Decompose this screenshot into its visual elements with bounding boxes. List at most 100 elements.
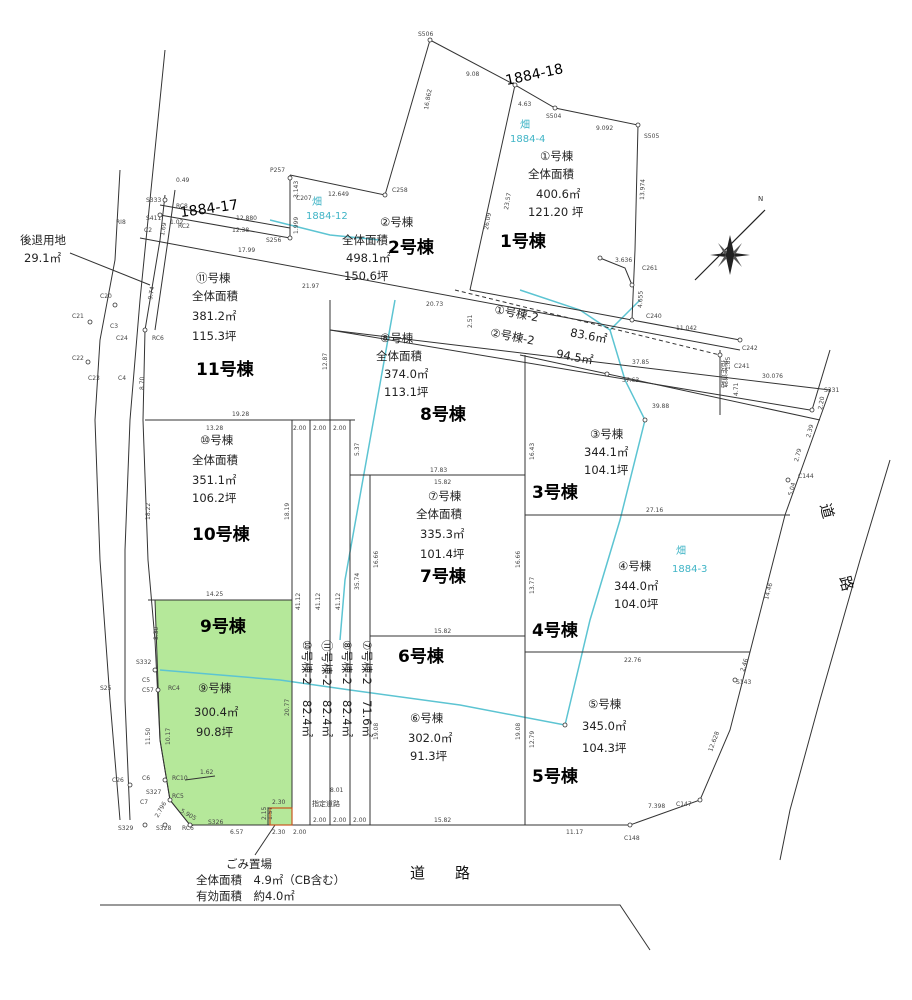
- point-label: C261: [642, 265, 658, 272]
- point-label: C2: [144, 227, 152, 234]
- house-2-name: ②号棟: [380, 215, 414, 229]
- house-1-label[interactable]: 1号棟: [500, 231, 547, 252]
- road-label-right: 道路: [816, 501, 872, 651]
- dim: 4.71: [733, 382, 740, 396]
- house-10-tsubo: 106.2坪: [192, 491, 237, 505]
- cyan-label-1884-3: 1884-3: [672, 564, 707, 575]
- house-6-label[interactable]: 6号棟: [398, 646, 445, 667]
- point-label: C242: [742, 345, 758, 352]
- house-11-sub: 全体面積: [192, 289, 238, 303]
- dim: 12.649: [328, 191, 349, 198]
- house-8-name: ⑧号棟: [380, 331, 414, 345]
- dim: 1.02: [170, 219, 184, 226]
- dim: 12.87: [322, 353, 329, 370]
- dim: 12.880: [236, 215, 257, 222]
- dim: 2.15: [261, 806, 268, 820]
- house-6-name: ⑥号棟: [410, 711, 444, 725]
- dim: 7.398: [648, 803, 665, 810]
- dim: 14.25: [206, 591, 223, 598]
- point-label: C26: [112, 777, 124, 784]
- point-markers: [85, 37, 815, 828]
- dim: 20.73: [426, 301, 443, 308]
- house-5-tsubo: 104.3坪: [582, 741, 627, 755]
- driveway-2-label: ②号棟-2: [489, 325, 536, 347]
- house-3-label[interactable]: 3号棟: [532, 482, 579, 503]
- driveway-7-label: ⑦号棟-2: [360, 640, 374, 685]
- dim: 41.12: [295, 593, 302, 610]
- dim: 2.00: [293, 425, 307, 432]
- setback-area: 29.1㎡: [24, 251, 62, 265]
- dim: 2.51: [467, 314, 474, 328]
- house-4-label[interactable]: 4号棟: [532, 620, 579, 641]
- fixed-road-label: 指定道路: [312, 799, 340, 808]
- cyan-label-3-pre: 畑: [676, 544, 686, 557]
- dim: 2.00: [313, 425, 327, 432]
- dim: 2.30: [272, 799, 286, 806]
- utility-lines: [159, 219, 646, 726]
- house-8-tsubo: 113.1坪: [384, 385, 429, 399]
- dim: 9.74: [147, 286, 156, 301]
- point-label: C6: [142, 775, 150, 782]
- dim: 17.83: [430, 467, 447, 474]
- point-label: S332: [136, 659, 151, 666]
- house-3-tsubo: 104.1坪: [584, 463, 629, 477]
- dim: 41.12: [315, 593, 322, 610]
- house-9-label[interactable]: 9号棟: [200, 616, 247, 637]
- house-6-tsubo: 91.3坪: [410, 749, 448, 763]
- dim: 2.20: [817, 396, 826, 411]
- dim: 3.636: [615, 257, 632, 264]
- house-2-area: 498.1㎡: [346, 251, 391, 265]
- house-4-tsubo: 104.0坪: [614, 597, 659, 611]
- house-7-label[interactable]: 7号棟: [420, 566, 467, 587]
- point-label: S143: [736, 679, 751, 686]
- garbage-area: [269, 807, 293, 826]
- house-7-area: 335.3㎡: [420, 527, 465, 541]
- dim: 2.30: [272, 829, 286, 836]
- dim: 13.974: [639, 179, 647, 200]
- garbage-title: ごみ置場: [226, 857, 272, 871]
- house-10-sub: 全体面積: [192, 453, 238, 467]
- dim: 2.79: [793, 448, 803, 463]
- dim: 13.77: [529, 577, 536, 594]
- house-10-label[interactable]: 10号棟: [192, 524, 251, 545]
- dim: 3.143: [293, 181, 300, 198]
- dim: 37.63: [622, 377, 639, 384]
- house-2-label[interactable]: 2号棟: [388, 237, 435, 258]
- house-3-name: ③号棟: [590, 427, 624, 441]
- dim: 16.43: [529, 443, 536, 460]
- point-label: RC5: [172, 793, 184, 800]
- point-label: C241: [734, 363, 750, 370]
- house-11-label[interactable]: 11号棟: [196, 359, 255, 380]
- dim: 2.46: [739, 658, 750, 673]
- cyan-label-12-pre: 畑: [312, 195, 322, 208]
- dim: 8.01: [330, 787, 344, 794]
- house-8-label[interactable]: 8号棟: [420, 404, 467, 425]
- house-4-area: 344.0㎡: [614, 579, 659, 593]
- driveway-1-label: ①号棟-2: [493, 302, 540, 324]
- dim: 9.092: [596, 125, 613, 132]
- dim: 10.17: [165, 728, 172, 745]
- house-4-name: ④号棟: [618, 559, 652, 573]
- point-label: C5: [142, 677, 150, 684]
- point-label: C57: [142, 687, 154, 694]
- dim: 5.04: [787, 482, 797, 497]
- dim: 27.16: [646, 507, 663, 514]
- driveway-11-area: 82.4㎡: [320, 700, 334, 738]
- house-5-label[interactable]: 5号棟: [532, 766, 579, 787]
- point-label: RC10: [172, 775, 188, 782]
- point-label: S505: [644, 133, 659, 140]
- dim: 30.076: [762, 373, 783, 380]
- driveway-10-area: 82.4㎡: [300, 700, 314, 738]
- dim: 18.22: [145, 503, 152, 520]
- dim: 11.17: [566, 829, 583, 836]
- dim: 4.655: [637, 290, 645, 308]
- house-5-name: ⑤号棟: [588, 697, 622, 711]
- house-9-area: 300.4㎡: [194, 705, 239, 719]
- house-10-area: 351.1㎡: [192, 473, 237, 487]
- house-3-area: 344.1㎡: [584, 445, 629, 459]
- cyan-label-1884-4: 1884-4: [510, 134, 545, 145]
- dim: 12.628: [707, 730, 721, 752]
- dim: 2.00: [353, 817, 367, 824]
- dim: 18.19: [284, 503, 291, 520]
